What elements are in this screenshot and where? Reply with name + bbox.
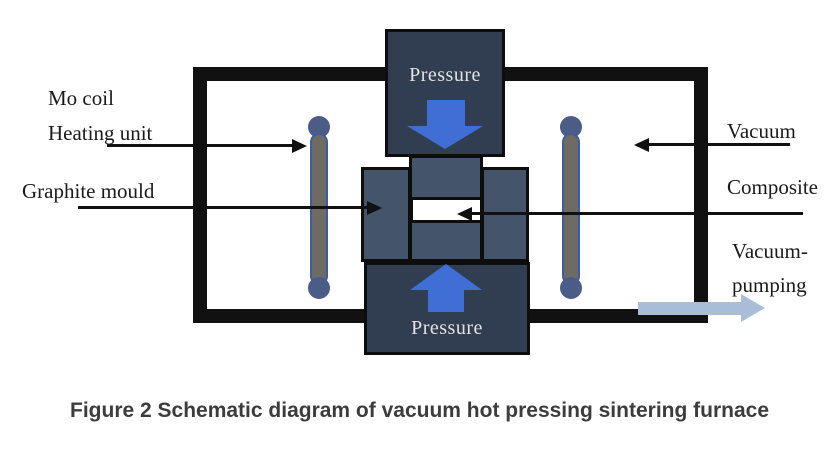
vacuum-pumping-label-line2: pumping [732, 273, 807, 297]
furnace-chamber-wall [193, 67, 708, 323]
vacuum-pumping-label-line1: Vacuum- [732, 239, 808, 263]
graphite-mould-label: Graphite mould [22, 179, 155, 203]
vacuum-pumping-arrowhead-icon [741, 294, 765, 322]
pressure-up-arrow-stem [428, 288, 464, 312]
coil-right-bottom-ball [560, 277, 582, 299]
heating-coil-left [310, 133, 328, 285]
pressure-label-top: Pressure [409, 64, 481, 86]
vacuum-label: Vacuum [727, 119, 796, 143]
vacuum-pumping-arrow-stem [638, 302, 742, 315]
composite-arrow-line [471, 212, 803, 215]
coil-left-bottom-ball [308, 277, 330, 299]
vacuum-arrowhead-icon [634, 138, 649, 152]
composite-arrowhead-icon [457, 207, 472, 221]
composite-sample-slot [410, 197, 483, 223]
pressure-down-arrow-icon [407, 126, 483, 149]
pressure-label-bottom: Pressure [411, 317, 483, 339]
composite-label: Composite [727, 175, 819, 199]
heating-unit-arrowhead-icon [292, 139, 307, 153]
graphite-mould-arrowhead-icon [367, 201, 382, 215]
pressure-down-arrow-stem [427, 100, 465, 128]
graphite-mould-arrow-line [78, 206, 368, 209]
heating-unit-arrow-line [107, 144, 293, 147]
heating-unit-label: Heating unit [48, 121, 153, 145]
figure-caption: Figure 2 Schematic diagram of vacuum hot… [70, 399, 769, 422]
coil-left-top-ball [308, 116, 330, 138]
vacuum-arrow-line [649, 143, 790, 146]
mo-coil-label: Mo coil [48, 86, 114, 110]
pressure-up-arrow-icon [410, 264, 482, 290]
coil-right-top-ball [560, 116, 582, 138]
heating-coil-right [562, 133, 580, 285]
